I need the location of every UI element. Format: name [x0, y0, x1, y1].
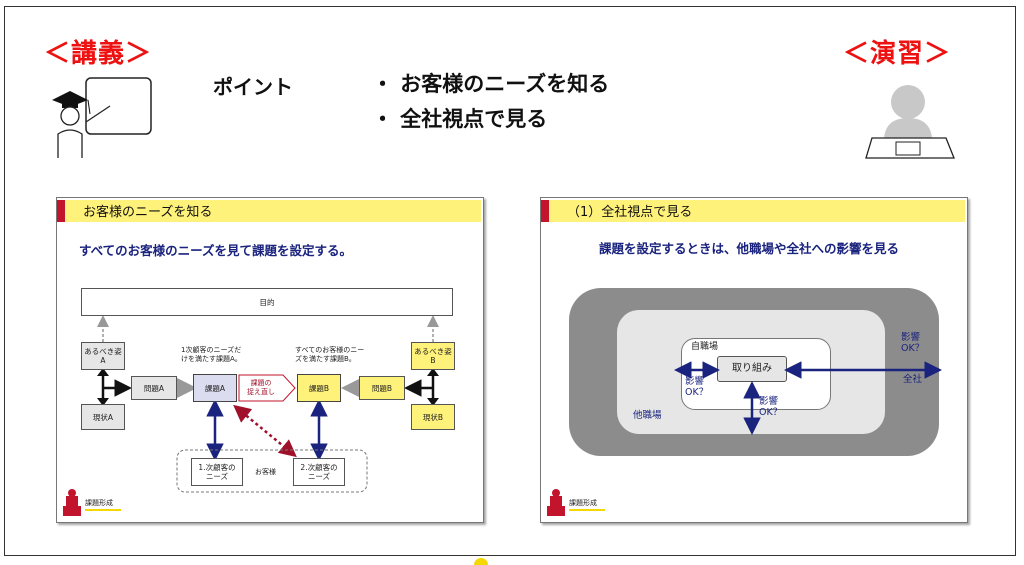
- task-reset-label: 課題の 捉え直し: [247, 379, 275, 396]
- impact-left-label: 影響 OK？: [685, 376, 709, 399]
- company-label: 全社: [903, 374, 923, 385]
- left-diagram-connectors: [97, 315, 439, 493]
- right-slide-subtitle: 課題を設定するときは、他職場や全社への影響を見る: [599, 241, 900, 256]
- logo-text: 課題形成: [85, 499, 113, 507]
- left-slide-subtitle: すべてのお客様のニーズを見て課題を設定する。: [79, 243, 353, 258]
- logo-text: 課題形成: [569, 499, 597, 507]
- task-b-note: すべてのお客様のニー ズを満たす課題B。: [295, 346, 365, 363]
- ideal-b-box: あるべき姿 B: [411, 342, 455, 370]
- own-workplace-label: 自職場: [691, 342, 719, 352]
- right-slide-title-accent: [541, 200, 549, 222]
- impact-right-label: 影響 OK？: [901, 332, 925, 355]
- task-b-box: 課題B: [297, 374, 341, 402]
- logo-figure-icon: [547, 489, 565, 516]
- point-item-1: ・ お客様のニーズを知る: [372, 72, 610, 96]
- point-item-2: ・ 全社視点で見る: [372, 107, 548, 131]
- outer-frame: [4, 6, 1016, 556]
- logo-underline: [85, 509, 121, 511]
- point-label: ポイント: [213, 75, 293, 99]
- student-desk-icon: [865, 85, 955, 159]
- current-b-box: 現状B: [411, 404, 455, 430]
- page-marker: [474, 558, 488, 565]
- impact-down-label: 影響 OK？: [759, 396, 783, 419]
- lecture-heading: ＜講義＞: [44, 39, 153, 69]
- customer-label: お客様: [255, 468, 276, 476]
- other-workplace-label: 他職場: [633, 410, 662, 421]
- current-a-box: 現状A: [81, 404, 125, 430]
- problem-b-box: 問題B: [359, 376, 405, 400]
- right-slide: （1）全社視点で見る 課題を設定するときは、他職場や全社への影響を見る 自職場 …: [540, 197, 968, 523]
- teacher-board-icon: [52, 77, 152, 158]
- needs-2-box: 2.次顧客の ニーズ: [293, 458, 345, 486]
- problem-a-box: 問題A: [131, 376, 177, 400]
- right-slide-title: （1）全社視点で見る: [567, 205, 693, 220]
- left-slide-title: お客様のニーズを知る: [83, 205, 213, 220]
- task-a-note: 1次顧客のニーズだ けを満たす課題A。: [181, 346, 242, 363]
- left-slide-title-bar: [57, 200, 481, 222]
- exercise-heading: ＜演習＞: [843, 39, 952, 69]
- goal-box: 目的: [81, 288, 453, 316]
- ideal-a-box: あるべき姿 A: [81, 342, 125, 370]
- left-slide: お客様のニーズを知る すべてのお客様のニーズを見て課題を設定する。: [56, 197, 484, 523]
- right-slide-title-bar: [541, 200, 965, 222]
- right-diagram-arrows: [674, 361, 942, 435]
- task-a-box: 課題A: [193, 374, 237, 402]
- logo-underline: [569, 509, 605, 511]
- logo-figure-icon: [63, 489, 81, 516]
- needs-1-box: 1.次顧客の ニーズ: [191, 458, 243, 486]
- left-slide-title-accent: [57, 200, 65, 222]
